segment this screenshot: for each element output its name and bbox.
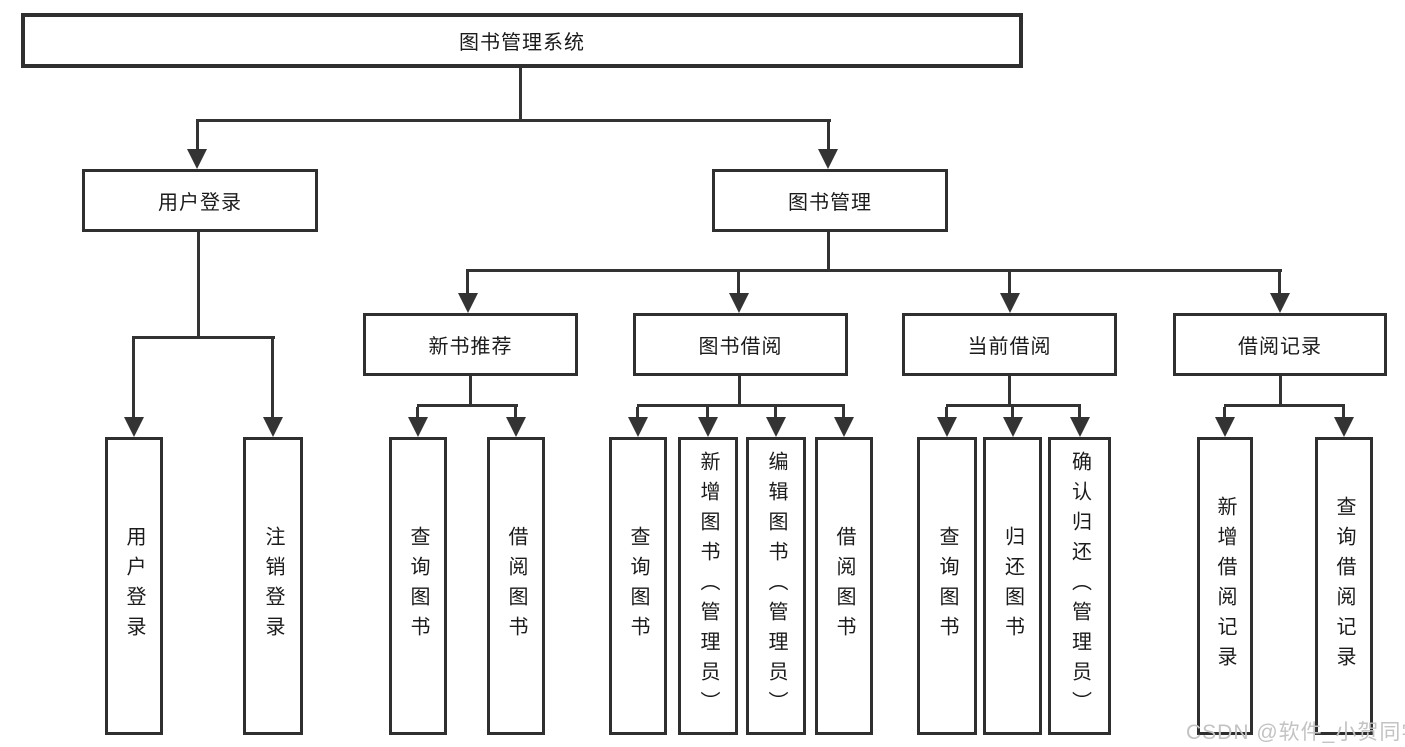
edge-to-new-book-recommend (466, 272, 469, 293)
edge-to-leaf-query-recommend (416, 407, 419, 417)
edge-borrow-rail (637, 404, 845, 407)
leaf-add-borrow-record: 新增借阅记录 (1197, 437, 1253, 735)
leaf-label: 编辑图书（管理员） (765, 451, 787, 721)
node-label: 用户登录 (158, 192, 242, 214)
arrowhead-leaf-query-record-icon (1334, 417, 1354, 437)
leaf-label: 查询借阅记录 (1333, 496, 1355, 676)
edge-current-stem (1008, 376, 1011, 404)
arrowhead-leaf-add-book-icon (698, 417, 718, 437)
node-user-login: 用户登录 (82, 169, 318, 232)
leaf-query-books-recommend: 查询图书 (389, 437, 447, 735)
edge-to-user-login (196, 122, 199, 149)
leaf-label: 查询图书 (627, 526, 649, 646)
edge-book-management-stem (827, 232, 830, 269)
edge-borrow-stem (738, 376, 741, 404)
node-book-borrow: 图书借阅 (633, 313, 848, 376)
leaf-label: 新增图书（管理员） (697, 451, 719, 721)
edge-to-current-borrow (1008, 272, 1011, 293)
edge-to-leaf-logout (271, 339, 274, 417)
leaf-label: 注销登录 (262, 526, 284, 646)
edge-to-leaf-add-book (706, 407, 709, 417)
edge-to-leaf-confirm-return (1078, 407, 1081, 417)
edge-to-leaf-borrow-book (842, 407, 845, 417)
edge-root-stem (519, 68, 522, 120)
node-borrow-records: 借阅记录 (1173, 313, 1387, 376)
node-label: 当前借阅 (967, 336, 1052, 358)
edge-book-management-rail (466, 269, 1282, 272)
node-book-management: 图书管理 (712, 169, 948, 232)
edge-to-leaf-borrow-recommend (514, 407, 517, 417)
leaf-edit-book-admin: 编辑图书（管理员） (746, 437, 806, 735)
edge-to-leaf-return-book (1011, 407, 1014, 417)
arrowhead-current-borrow-icon (1000, 293, 1020, 313)
arrowhead-leaf-user-login-icon (124, 417, 144, 437)
leaf-user-login: 用户登录 (105, 437, 163, 735)
leaf-query-books-borrow: 查询图书 (609, 437, 667, 735)
arrowhead-leaf-query-borrow-icon (628, 417, 648, 437)
arrowhead-leaf-confirm-return-icon (1070, 417, 1090, 437)
edge-to-book-borrow (737, 272, 740, 293)
leaf-confirm-return-admin: 确认归还（管理员） (1048, 437, 1111, 735)
edge-records-rail (1224, 404, 1345, 407)
leaf-label: 查询图书 (407, 526, 429, 646)
leaf-label: 归还图书 (1001, 526, 1024, 646)
node-new-book-recommend: 新书推荐 (363, 313, 578, 376)
edge-to-leaf-user-login (132, 339, 135, 417)
edge-to-leaf-query-current (945, 407, 948, 417)
arrowhead-book-borrow-icon (729, 293, 749, 313)
node-library-management-system: 图书管理系统 (21, 13, 1023, 68)
edge-recommend-rail (417, 404, 518, 407)
edge-recommend-stem (469, 376, 472, 404)
node-label: 图书管理系统 (459, 32, 585, 54)
leaf-label: 借阅图书 (833, 526, 855, 646)
arrowhead-leaf-logout-icon (263, 417, 283, 437)
edge-to-leaf-add-record (1223, 407, 1226, 417)
arrowhead-leaf-return-book-icon (1003, 417, 1023, 437)
leaf-borrow-books-recommend: 借阅图书 (487, 437, 545, 735)
leaf-label: 借阅图书 (505, 526, 527, 646)
arrowhead-book-management-icon (818, 149, 838, 169)
arrowhead-leaf-query-current-icon (937, 417, 957, 437)
arrowhead-leaf-query-recommend-icon (408, 417, 428, 437)
arrowhead-new-book-recommend-icon (458, 293, 478, 313)
edge-to-leaf-query-record (1342, 407, 1345, 417)
node-label: 新书推荐 (428, 336, 513, 358)
arrowhead-user-login-icon (187, 149, 207, 169)
edge-to-leaf-edit-book (774, 407, 777, 417)
node-label: 图书管理 (788, 192, 872, 214)
edge-to-leaf-query-borrow (636, 407, 639, 417)
leaf-label: 新增借阅记录 (1214, 496, 1236, 676)
leaf-return-book: 归还图书 (983, 437, 1042, 735)
edge-user-login-stem (197, 232, 200, 336)
leaf-label: 查询图书 (936, 526, 958, 646)
node-label: 图书借阅 (698, 336, 783, 358)
edge-current-rail (946, 404, 1081, 407)
edge-user-login-rail (132, 336, 275, 339)
arrowhead-leaf-borrow-book-icon (834, 417, 854, 437)
arrowhead-borrow-records-icon (1270, 293, 1290, 313)
edge-records-stem (1279, 376, 1282, 404)
node-current-borrow: 当前借阅 (902, 313, 1117, 376)
leaf-query-borrow-record: 查询借阅记录 (1315, 437, 1373, 735)
arrowhead-leaf-add-record-icon (1215, 417, 1235, 437)
csdn-watermark: CSDN @软件_小贺同学 (1186, 721, 1405, 744)
edge-to-borrow-records (1278, 272, 1281, 293)
leaf-label: 确认归还（管理员） (1068, 451, 1091, 721)
edge-to-book-management (827, 122, 830, 149)
leaf-query-books-current: 查询图书 (917, 437, 977, 735)
node-label: 借阅记录 (1238, 336, 1322, 358)
leaf-label: 用户登录 (123, 526, 145, 646)
leaf-logout: 注销登录 (243, 437, 303, 735)
leaf-add-book-admin: 新增图书（管理员） (678, 437, 738, 735)
arrowhead-leaf-edit-book-icon (766, 417, 786, 437)
edge-root-rail (196, 119, 831, 122)
arrowhead-leaf-borrow-recommend-icon (506, 417, 526, 437)
leaf-borrow-books-borrow: 借阅图书 (815, 437, 873, 735)
